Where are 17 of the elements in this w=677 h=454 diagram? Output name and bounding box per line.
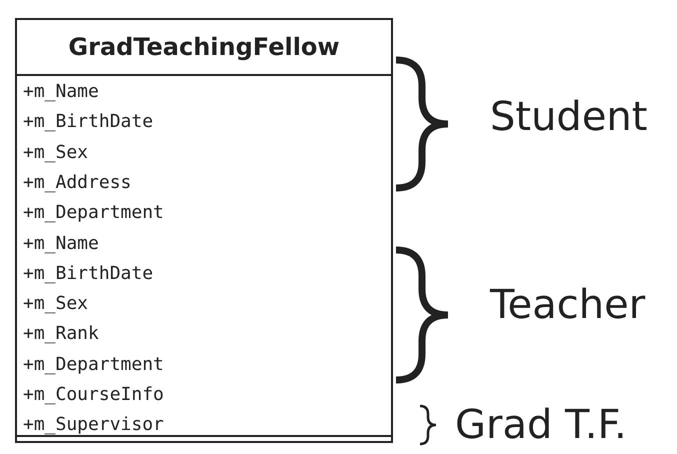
attribute-text: +m_Name bbox=[23, 232, 99, 256]
class-box bbox=[15, 18, 393, 443]
attribute-text: +m_Sex bbox=[23, 292, 88, 316]
attribute-text: +m_Department bbox=[23, 352, 164, 377]
attribute-text: +m_CourseInfo bbox=[23, 383, 164, 407]
attribute-text: +m_Supervisor bbox=[23, 413, 164, 438]
brace-label: Student bbox=[490, 94, 648, 140]
attribute-text: +m_Department bbox=[23, 201, 164, 226]
attribute-text: +m_Sex bbox=[23, 140, 88, 165]
brace-label: Teacher bbox=[490, 282, 646, 328]
class-name: GradTeachingFellow bbox=[17, 20, 391, 76]
attribute-text: +m_BirthDate bbox=[23, 110, 154, 134]
attribute-text: +m_Name bbox=[23, 80, 99, 104]
attribute-text: +m_Address bbox=[23, 170, 132, 195]
attribute-text: +m_BirthDate bbox=[23, 262, 154, 286]
brace-label: Grad T.F. bbox=[455, 402, 627, 448]
attribute-text: +m_Rank bbox=[23, 322, 99, 346]
